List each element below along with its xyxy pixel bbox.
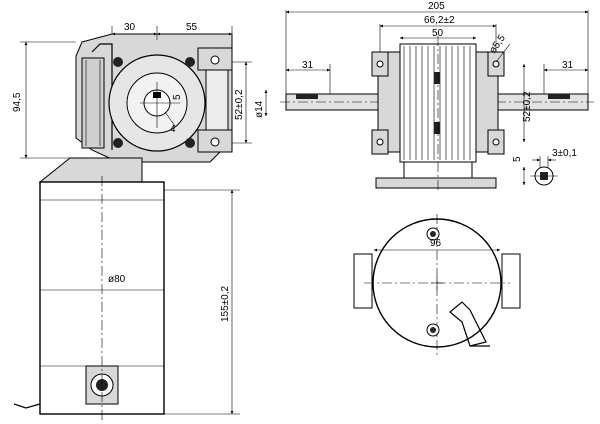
dim-motor-80: ø80 [108,274,126,285]
end-view: 96 [353,214,521,356]
dim-205: 205 [428,1,445,12]
dim-155: 155±0,2 [220,285,231,322]
side-view: 205 66,2±2 50 ø5,5 31 31 52±0,2 [280,1,594,192]
cooling-fins [403,46,471,160]
shaft-key-detail: 3±0,1 5 [512,148,577,186]
dim-50: 50 [432,28,444,39]
dim-94-5: 94,5 [12,92,23,112]
front-view: 30 55 94,5 52±0,2 ø14 5 4 ø80 155±0,2 [12,22,268,420]
dim-key-width: 3±0,1 [552,148,577,159]
lead-wire [13,403,41,409]
dim-52: 52±0,2 [234,89,245,120]
dim-31-right: 31 [562,60,574,71]
screw-top-left [113,57,123,67]
dim-30: 30 [124,22,136,33]
dim-bore-4: 4 [170,124,176,135]
dim-55: 55 [186,22,198,33]
dim-shaft-14: ø14 [254,100,265,118]
dim-key-5: 5 [172,94,183,100]
screw-bottom-left [113,138,123,148]
screw-bottom-right [185,138,195,148]
dim-hole-5-5: ø5,5 [487,33,508,56]
motor-base [375,177,497,189]
cable-exit [449,301,487,347]
dim-52-side: 52±0,2 [522,91,533,122]
dim-key-depth: 5 [512,156,523,162]
screw-top-right [185,57,195,67]
dim-96: 96 [430,238,442,249]
worm-section [81,57,105,149]
dim-31-left: 31 [302,60,314,71]
dim-66-2: 66,2±2 [424,15,455,26]
